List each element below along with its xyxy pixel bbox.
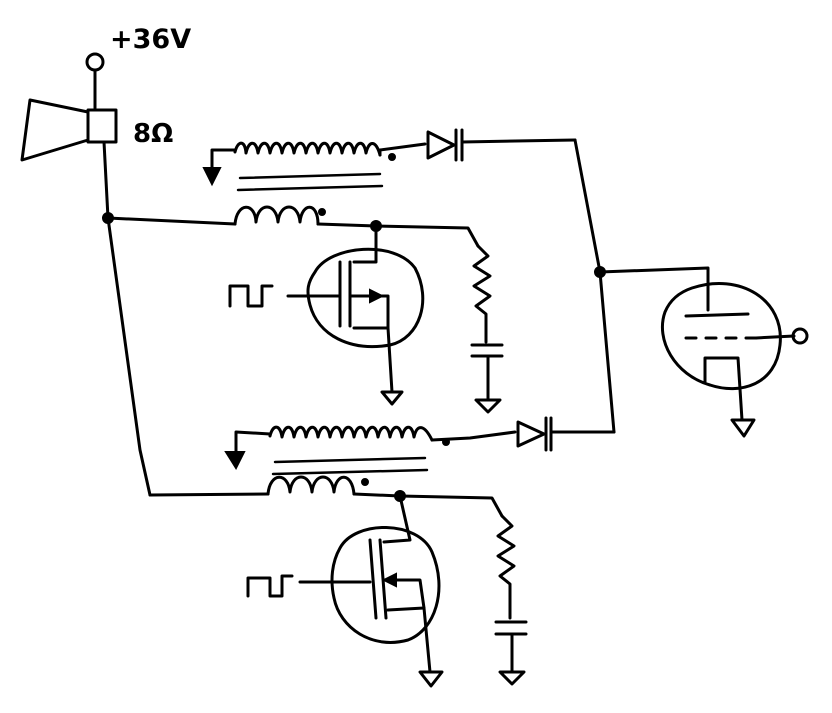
lower-snubber-capacitor: [494, 620, 528, 686]
lower-snubber-resistor: [496, 514, 516, 620]
speaker-impedance-label: 8Ω: [133, 119, 173, 149]
lower-primary-coil: [266, 475, 356, 496]
vacuum-tube: [660, 282, 809, 438]
upper-mosfet: [286, 224, 425, 406]
right-collector-rail: [573, 138, 616, 434]
supply-voltage-label: +36V: [110, 24, 191, 55]
phase-dot: [361, 478, 369, 486]
upper-primary-coil: [233, 205, 320, 226]
upper-transformer-core: [236, 172, 384, 192]
upper-diode: [426, 128, 577, 162]
upper-gate-pulse: [228, 284, 274, 308]
supply-terminal: [85, 52, 105, 110]
upper-snubber-resistor: [472, 244, 492, 344]
lower-secondary-winding: [224, 425, 517, 471]
left-supply-rail: [102, 140, 152, 497]
lower-diode: [516, 416, 616, 452]
phase-dot: [318, 208, 326, 216]
lower-mosfet: [298, 494, 444, 688]
speaker-icon: [20, 98, 118, 162]
upper-snubber-capacitor: [470, 343, 504, 414]
upper-secondary-winding: [202, 141, 427, 187]
lower-transformer-core: [271, 456, 429, 476]
lower-gate-pulse: [246, 574, 294, 598]
